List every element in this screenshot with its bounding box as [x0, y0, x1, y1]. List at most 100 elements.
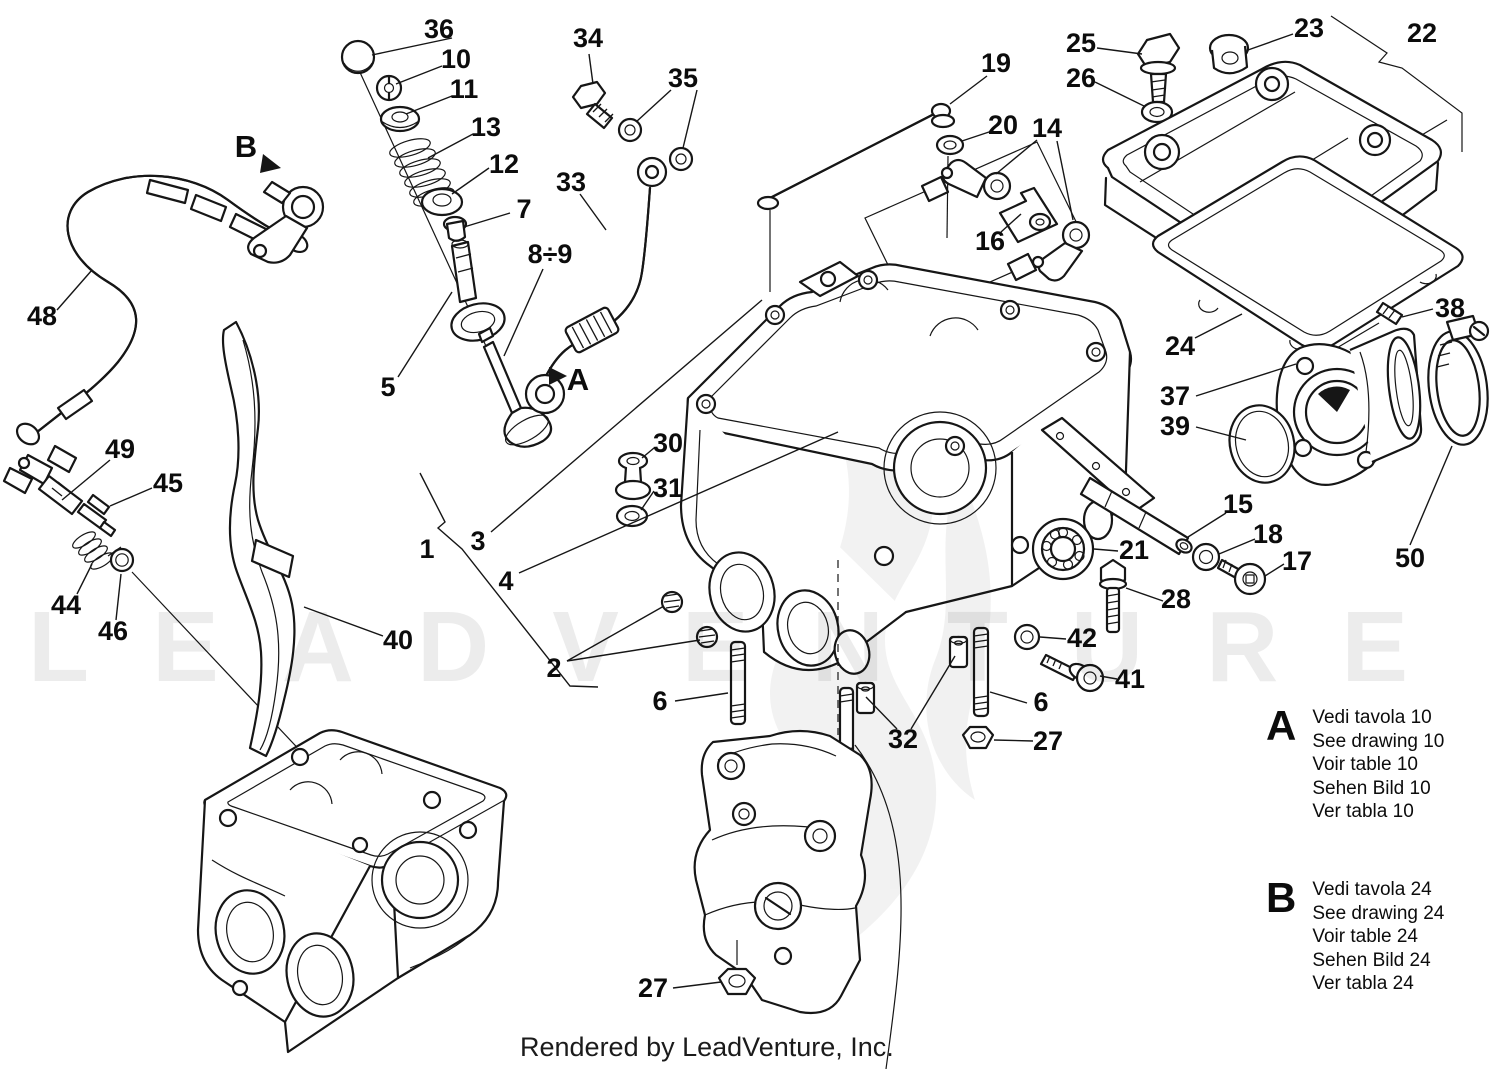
- chain-guide-blade: [221, 320, 296, 758]
- o-ring-39: [1228, 404, 1296, 484]
- o-ring-46: [109, 547, 135, 573]
- part-label-16: 16: [975, 226, 1005, 256]
- adjuster-block-16: [998, 186, 1059, 244]
- rocker-lever-part-b: [247, 154, 325, 264]
- bolt-41: [1039, 653, 1105, 693]
- lower-bracket: [693, 729, 902, 1069]
- nut-27-right: [961, 725, 995, 750]
- part-label-6-left: 6: [652, 686, 667, 716]
- lower-head-block: [196, 729, 508, 1054]
- bolt-17: [1216, 558, 1267, 596]
- seal-washer-26: [1140, 100, 1174, 124]
- part-label-17: 17: [1282, 546, 1312, 576]
- rocker-shaft-15: [1079, 476, 1193, 556]
- arrow-to-part-b: [260, 154, 281, 173]
- tappet-cap-36: [340, 39, 376, 75]
- hose-clamp-50: [1427, 314, 1490, 446]
- main-cylinder-head: [679, 260, 1133, 735]
- part-label-4: 4: [498, 566, 513, 596]
- part-label-22: 22: [1407, 18, 1437, 48]
- reference-note-b: B Vedi tavola 24 See drawing 24 Voir tab…: [1266, 874, 1444, 996]
- note-a-line-1: Vedi tavola 10: [1312, 707, 1432, 728]
- nut-27-bottom: [717, 967, 757, 996]
- note-a-line-4: Sehen Bild 10: [1312, 777, 1431, 799]
- part-label-48: 48: [27, 301, 57, 331]
- part-label-19: 19: [981, 48, 1011, 78]
- note-a-line-2: See drawing 10: [1312, 730, 1445, 752]
- throttle-cable: [15, 174, 309, 446]
- part-label-12: 12: [489, 149, 519, 179]
- shaft-holder-bar: [1040, 416, 1156, 514]
- grommet-23: [1208, 33, 1250, 75]
- valve-seat-ring: [450, 302, 506, 342]
- part-label-42: 42: [1067, 623, 1097, 653]
- part-label-5: 5: [380, 372, 395, 402]
- part-label-21: 21: [1119, 535, 1149, 565]
- part-label-a-marker: A: [567, 362, 589, 397]
- plug-2b: [695, 625, 719, 649]
- bearing-21: [1031, 517, 1095, 581]
- part-label-15: 15: [1223, 489, 1253, 519]
- part-label-30: 30: [653, 428, 683, 458]
- dowel-32b: [948, 635, 969, 669]
- part-label-b-marker: B: [235, 129, 257, 164]
- intake-manifold-group: [1228, 301, 1490, 486]
- part-label-27-bottom: 27: [638, 973, 668, 1003]
- part-label-37: 37: [1160, 381, 1190, 411]
- valve-guide: [450, 239, 478, 304]
- part-label-44: 44: [51, 590, 81, 620]
- plug-2a: [660, 590, 684, 614]
- oil-pipe-group: [756, 102, 965, 292]
- pin-45: [86, 493, 111, 516]
- dowel-32a: [855, 681, 876, 715]
- leadventure-logo-watermark: [770, 400, 991, 950]
- stud-6-right: [972, 626, 990, 718]
- part-label-18: 18: [1253, 519, 1283, 549]
- part-label-8-9: 8÷9: [528, 239, 573, 269]
- part-label-35: 35: [668, 63, 698, 93]
- part-label-11: 11: [450, 74, 479, 104]
- part-label-39: 39: [1160, 411, 1190, 441]
- note-a-line-5: Ver tabla 10: [1312, 801, 1414, 822]
- note-b-line-3: Voir table 24: [1312, 926, 1418, 947]
- rocker-arm-14b: [1006, 220, 1091, 282]
- part-label-26: 26: [1066, 63, 1096, 93]
- cover-bolt-25: [1136, 32, 1181, 104]
- part-label-20: 20: [988, 110, 1018, 140]
- seal-washer-35b: [668, 146, 694, 172]
- seal-washer-35a: [617, 117, 643, 143]
- part-label-32: 32: [888, 724, 918, 754]
- note-b-line-5: Ver tabla 24: [1312, 973, 1414, 994]
- note-b-lines: Vedi tavola 24 See drawing 24 Voir table…: [1312, 878, 1444, 996]
- part-label-41: 41: [1115, 664, 1145, 694]
- reference-note-a: A Vedi tavola 10 See drawing 10 Voir tab…: [1266, 705, 1444, 824]
- seal-washer-20: [935, 134, 965, 156]
- valve-cover-assembly: [1101, 15, 1464, 351]
- valve-train-stack: [340, 39, 553, 448]
- rocker-arm-14a: [920, 158, 1012, 203]
- part-label-49: 49: [105, 434, 135, 464]
- part-label-25: 25: [1066, 28, 1096, 58]
- render-credit: Rendered by LeadVenture, Inc.: [520, 1032, 894, 1062]
- rocker-parts-box: [864, 141, 1091, 317]
- part-label-1: 1: [419, 534, 434, 564]
- part-label-38: 38: [1435, 293, 1465, 323]
- arrow-to-part-a: [549, 367, 567, 385]
- part-label-3: 3: [470, 526, 485, 556]
- note-b-letter: B: [1266, 874, 1297, 921]
- washer-42: [1013, 623, 1041, 651]
- note-a-lines: Vedi tavola 10 See drawing 10 Voir table…: [1312, 706, 1444, 824]
- valve-seal-7: [442, 215, 468, 242]
- part-label-23: 23: [1294, 13, 1324, 43]
- part-label-24: 24: [1165, 331, 1195, 361]
- part-label-31: 31: [653, 473, 683, 503]
- part-label-6-right: 6: [1033, 687, 1048, 717]
- part-label-7: 7: [516, 194, 531, 224]
- note-a-line-3: Voir table 10: [1312, 754, 1418, 775]
- part-label-33: 33: [556, 167, 586, 197]
- spring-seat-12: [420, 187, 464, 217]
- manifold-boot-37: [1275, 327, 1423, 486]
- part-label-27-right: 27: [1033, 726, 1063, 756]
